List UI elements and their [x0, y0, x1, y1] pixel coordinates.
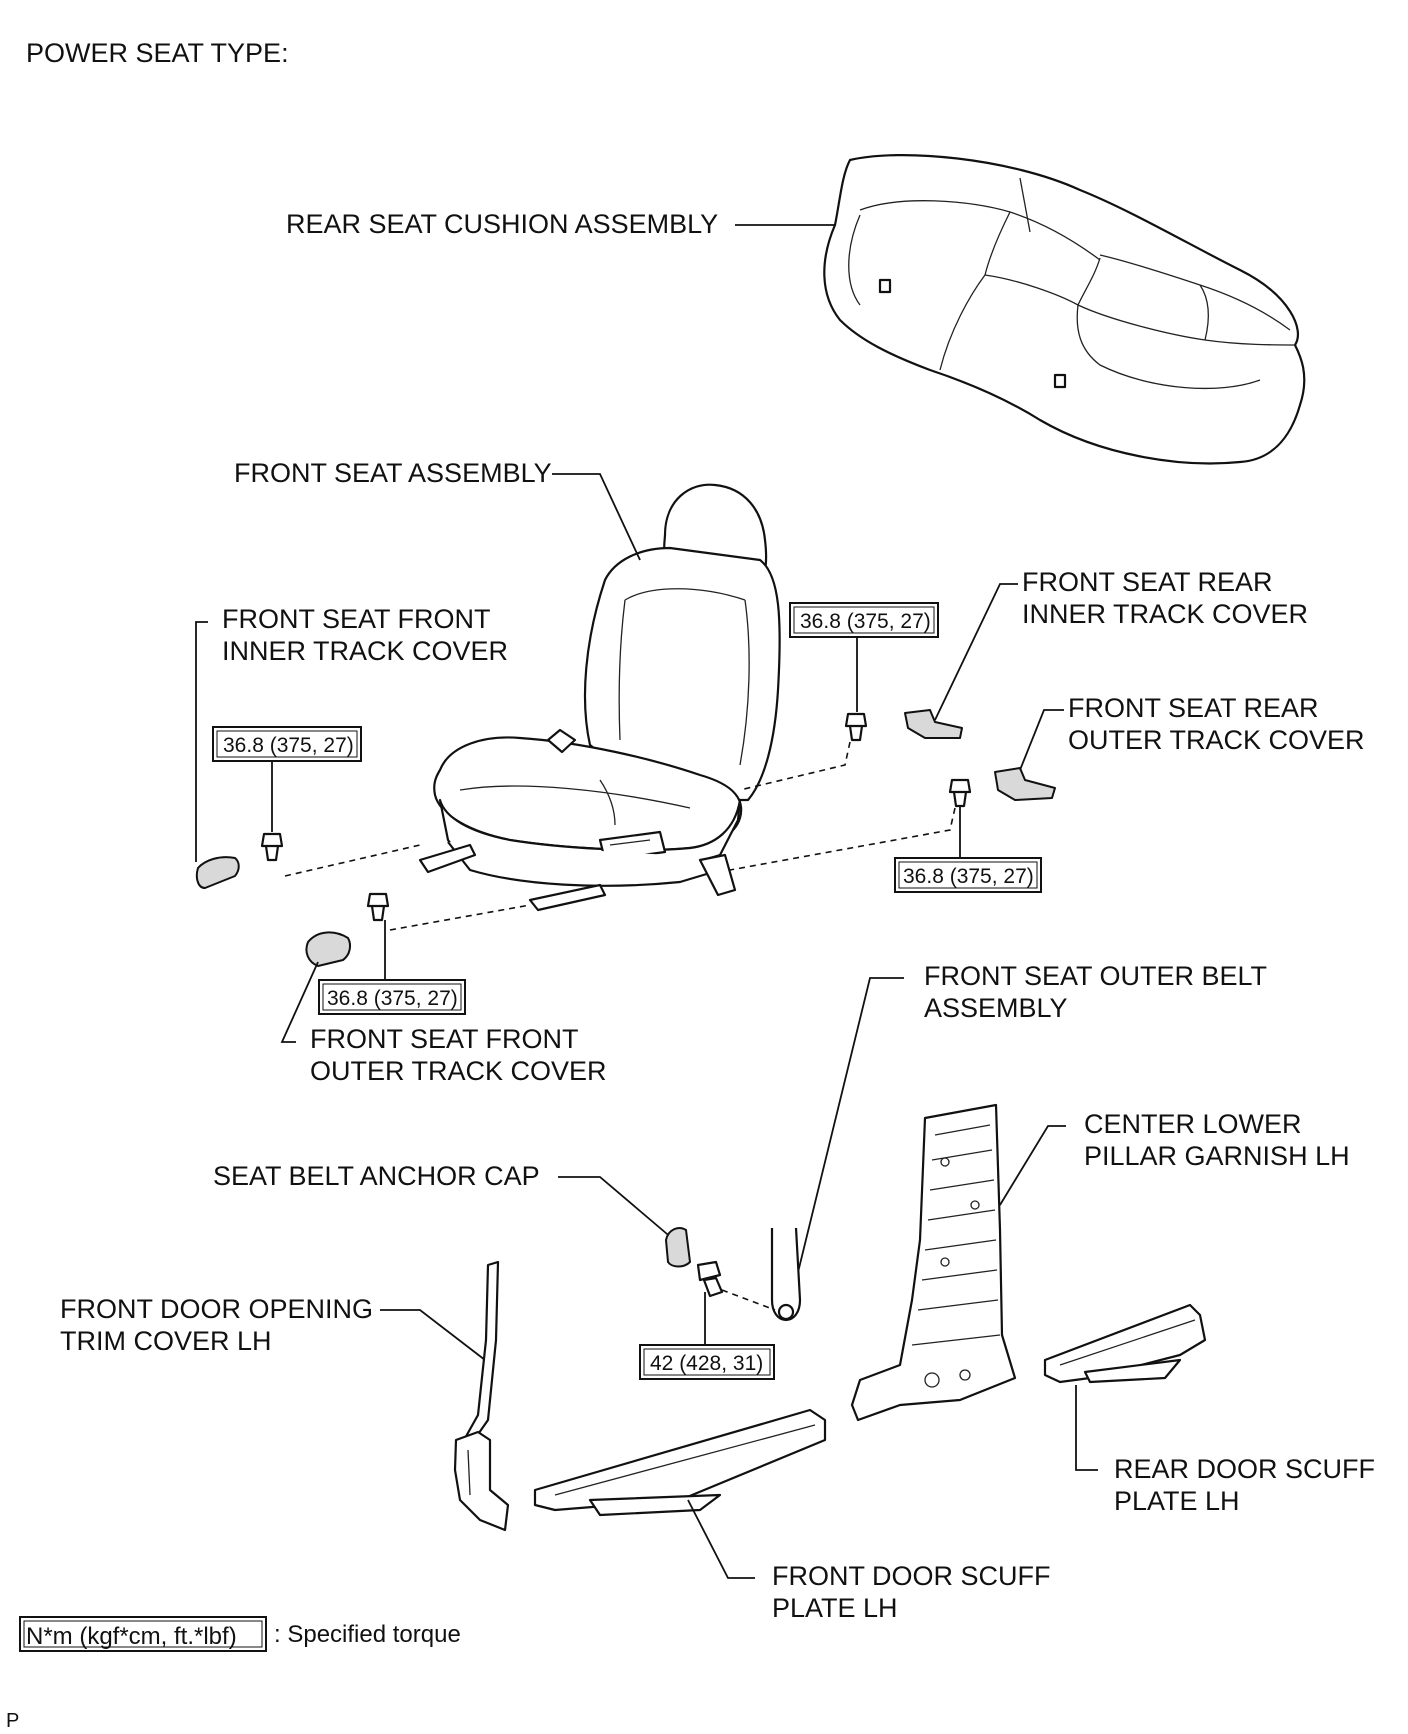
label-rear-inner-track-cover-2: INNER TRACK COVER [1022, 599, 1308, 629]
rear-inner-track-cover-part [904, 709, 963, 739]
seat-belt-anchor-cap-part [665, 1227, 691, 1268]
label-center-lower-pillar-garnish-2: PILLAR GARNISH LH [1084, 1141, 1350, 1171]
torque-box-rear-inner: 36.8 (375, 27) [789, 602, 939, 638]
label-front-seat-assembly: FRONT SEAT ASSEMBLY [234, 458, 552, 488]
torque-rear-inner-bolt: 36.8 (375, 27) [800, 610, 931, 633]
torque-front-outer-bolt: 36.8 (375, 27) [327, 987, 458, 1010]
front-outer-track-cover-part [305, 931, 352, 967]
label-outer-belt-assembly-1: FRONT SEAT OUTER BELT [924, 961, 1267, 991]
seat-belt-drawing [770, 1227, 802, 1322]
torque-box-rear-outer: 36.8 (375, 27) [894, 857, 1042, 893]
front-outer-bolt-icon [366, 892, 390, 922]
label-seat-belt-anchor-cap: SEAT BELT ANCHOR CAP [213, 1161, 540, 1191]
label-rear-door-scuff-plate-2: PLATE LH [1114, 1486, 1240, 1516]
torque-box-front-outer: 36.8 (375, 27) [318, 979, 466, 1015]
torque-front-inner-bolt: 36.8 (375, 27) [223, 734, 354, 757]
label-rear-inner-track-cover-1: FRONT SEAT REAR [1022, 567, 1273, 597]
belt-anchor-bolt-icon [696, 1260, 724, 1298]
label-front-inner-track-cover-2: INNER TRACK COVER [222, 636, 508, 666]
front-door-opening-trim-drawing [453, 1260, 510, 1532]
label-front-outer-track-cover-2: OUTER TRACK COVER [310, 1056, 607, 1086]
label-outer-belt-assembly-2: ASSEMBLY [924, 993, 1068, 1023]
rear-outer-track-cover-part [994, 767, 1056, 801]
page-mark: P [6, 1710, 19, 1732]
label-rear-seat-cushion-assembly: REAR SEAT CUSHION ASSEMBLY [286, 209, 718, 239]
rear-door-scuff-plate-drawing [1043, 1303, 1207, 1384]
rear-outer-bolt-icon [948, 778, 972, 808]
label-rear-outer-track-cover-2: OUTER TRACK COVER [1068, 725, 1365, 755]
center-lower-pillar-garnish-drawing [850, 1103, 1017, 1422]
rear-inner-bolt-icon [844, 712, 868, 742]
label-front-outer-track-cover-1: FRONT SEAT FRONT [310, 1024, 579, 1054]
label-front-door-scuff-plate-1: FRONT DOOR SCUFF [772, 1561, 1051, 1591]
label-front-door-opening-trim-2: TRIM COVER LH [60, 1326, 272, 1356]
label-rear-outer-track-cover-1: FRONT SEAT REAR [1068, 693, 1319, 723]
torque-legend: N*m (kgf*cm, ft.*lbf) : Specified torque [19, 1616, 461, 1652]
torque-rear-outer-bolt: 36.8 (375, 27) [903, 865, 1034, 888]
label-front-door-scuff-plate-2: PLATE LH [772, 1593, 898, 1623]
torque-box-belt-anchor: 42 (428, 31) [639, 1344, 775, 1380]
rear-seat-cushion-drawing [823, 154, 1306, 465]
label-center-lower-pillar-garnish-1: CENTER LOWER [1084, 1109, 1302, 1139]
front-inner-bolt-icon [260, 832, 284, 862]
torque-box-front-inner: 36.8 (375, 27) [212, 726, 362, 762]
front-door-scuff-plate-drawing [533, 1408, 827, 1517]
label-rear-door-scuff-plate-1: REAR DOOR SCUFF [1114, 1454, 1375, 1484]
label-front-door-opening-trim-1: FRONT DOOR OPENING [60, 1294, 373, 1324]
legend-unit-box: N*m (kgf*cm, ft.*lbf) [26, 1623, 237, 1650]
torque-belt-anchor-bolt: 42 (428, 31) [650, 1352, 763, 1375]
page-title: POWER SEAT TYPE: [26, 38, 289, 68]
front-inner-track-cover-part [195, 856, 240, 889]
label-front-inner-track-cover-1: FRONT SEAT FRONT [222, 604, 491, 634]
legend-text: : Specified torque [274, 1621, 461, 1648]
front-seat-assembly-drawing [418, 483, 781, 912]
